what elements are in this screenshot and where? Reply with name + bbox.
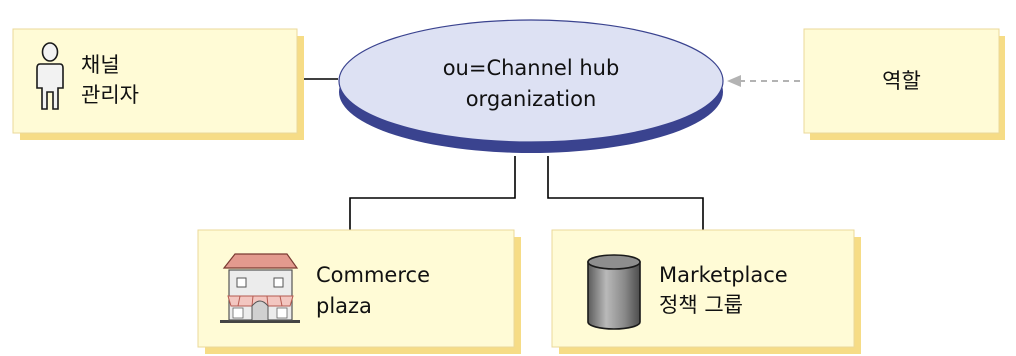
connector-lines xyxy=(300,78,704,232)
commerce-plaza-label-line2: plaza xyxy=(316,294,372,318)
center-label-line1: ou=Channel hub xyxy=(442,56,620,80)
dashed-arrow-roles-to-center xyxy=(727,75,800,87)
roles-box xyxy=(803,28,1005,140)
person-icon xyxy=(36,42,64,110)
database-cylinder-icon xyxy=(587,254,641,330)
roles-label: 역할 xyxy=(882,69,921,93)
marketplace-label-line2: 정책 그룹 xyxy=(659,293,743,317)
channel-admin-box xyxy=(12,28,304,140)
channel-admin-label-line2: 관리자 xyxy=(81,83,139,107)
connector-center-to-commerce xyxy=(349,156,516,232)
channel-admin-label-line1: 채널 xyxy=(81,53,120,77)
commerce-plaza-label-line1: Commerce xyxy=(316,263,430,287)
channel-hub-ellipse xyxy=(338,19,724,153)
storefront-icon xyxy=(220,253,300,323)
marketplace-label-line1: Marketplace xyxy=(659,263,788,287)
connector-center-to-marketplace xyxy=(547,156,704,232)
center-label-line2: organization xyxy=(465,87,597,111)
